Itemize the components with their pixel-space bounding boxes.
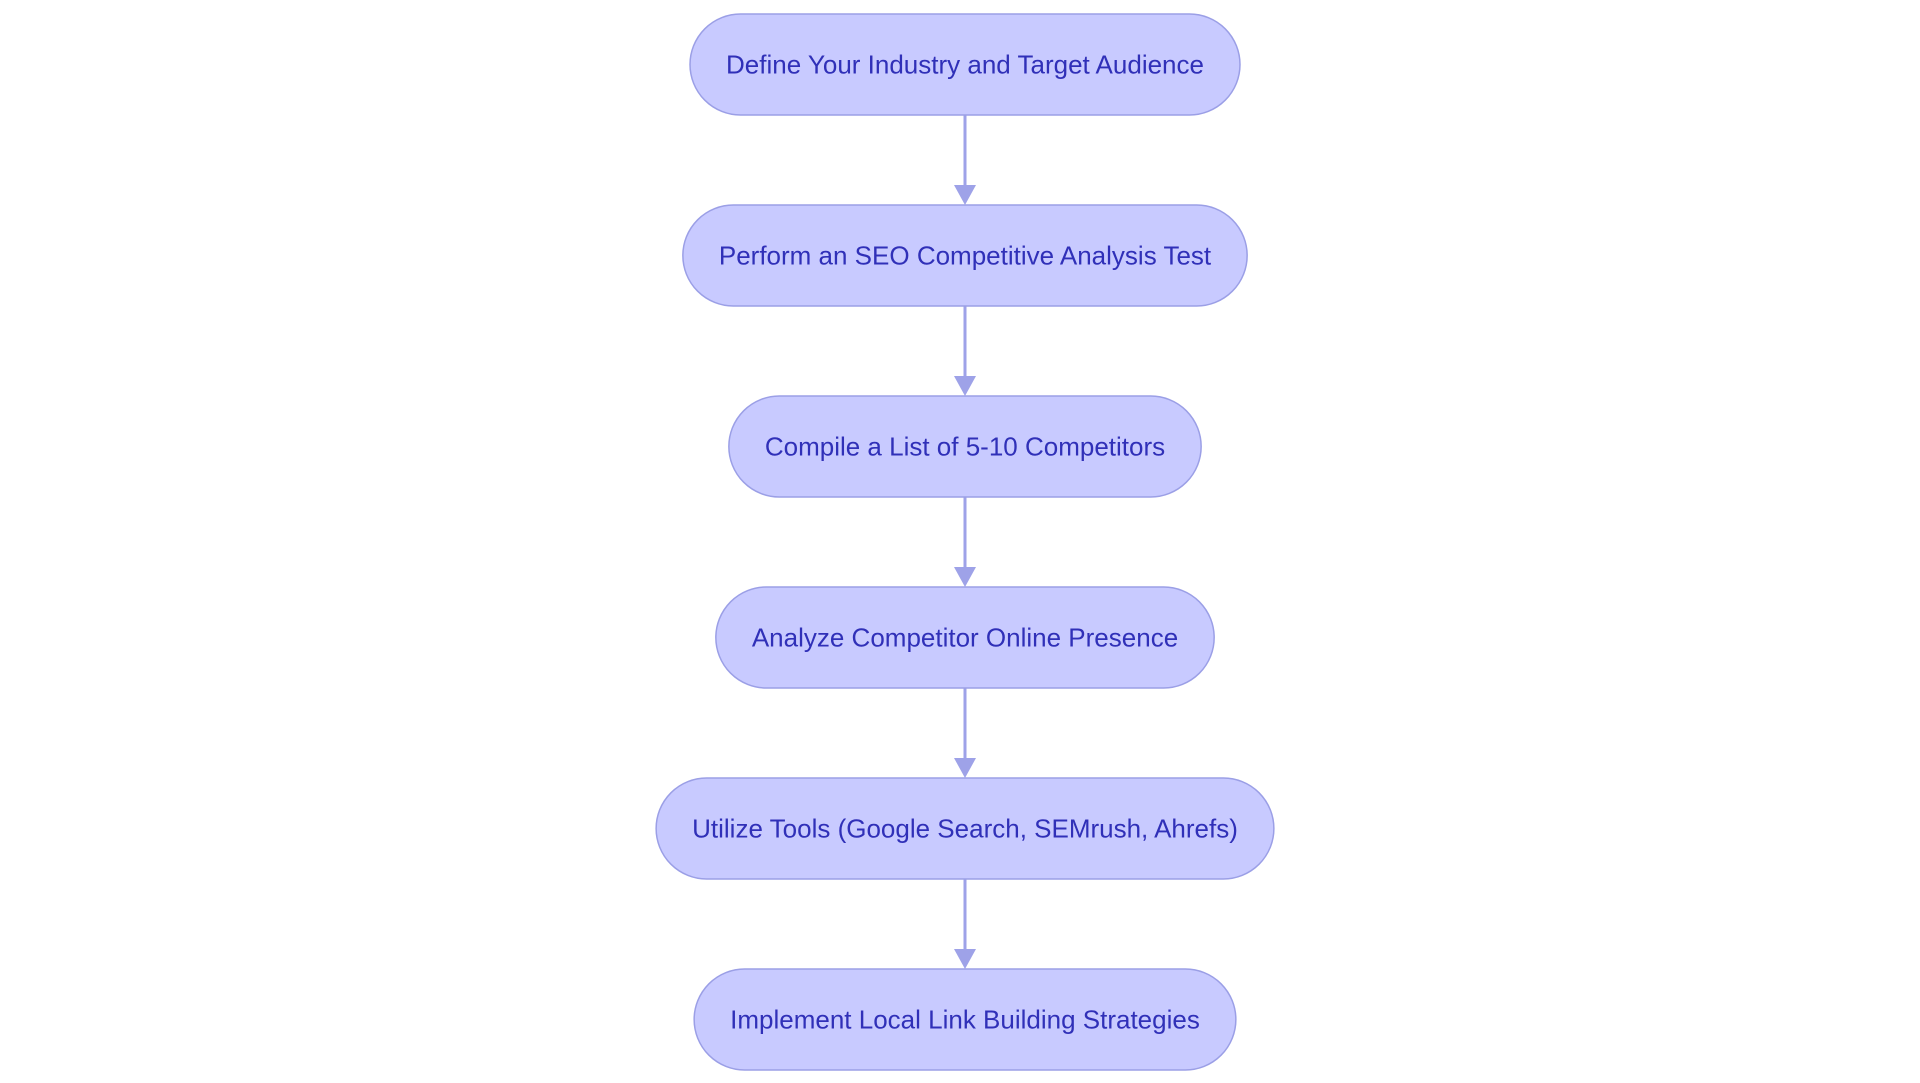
edges-layer (954, 115, 976, 969)
node-shape (693, 968, 1237, 1071)
flow-arrow (954, 688, 976, 778)
arrow-head (954, 185, 976, 205)
flow-node-implement-link-building: Implement Local Link Building Strategies (693, 968, 1237, 1071)
flow-node-compile-competitors: Compile a List of 5-10 Competitors (728, 395, 1202, 498)
node-label: Utilize Tools (Google Search, SEMrush, A… (692, 814, 1238, 844)
node-label: Analyze Competitor Online Presence (752, 623, 1178, 653)
flow-arrow (954, 306, 976, 396)
flow-arrow (954, 497, 976, 587)
flow-node-perform-seo-analysis: Perform an SEO Competitive Analysis Test (682, 204, 1248, 307)
arrow-head (954, 567, 976, 587)
node-shape (682, 204, 1248, 307)
node-label: Implement Local Link Building Strategies (730, 1005, 1200, 1035)
flow-node-define-industry: Define Your Industry and Target Audience (689, 13, 1241, 116)
arrow-head (954, 949, 976, 969)
node-label: Compile a List of 5-10 Competitors (765, 432, 1165, 462)
node-shape (689, 13, 1241, 116)
flow-arrow (954, 115, 976, 205)
nodes-layer: Define Your Industry and Target Audience… (655, 13, 1275, 1071)
flow-node-analyze-presence: Analyze Competitor Online Presence (715, 586, 1215, 689)
arrow-head (954, 376, 976, 396)
node-shape (728, 395, 1202, 498)
node-shape (715, 586, 1215, 689)
node-label: Perform an SEO Competitive Analysis Test (719, 241, 1212, 271)
flow-arrow (954, 879, 976, 969)
node-label: Define Your Industry and Target Audience (726, 50, 1204, 80)
flow-node-utilize-tools: Utilize Tools (Google Search, SEMrush, A… (655, 777, 1275, 880)
arrow-head (954, 758, 976, 778)
node-shape (655, 777, 1275, 880)
